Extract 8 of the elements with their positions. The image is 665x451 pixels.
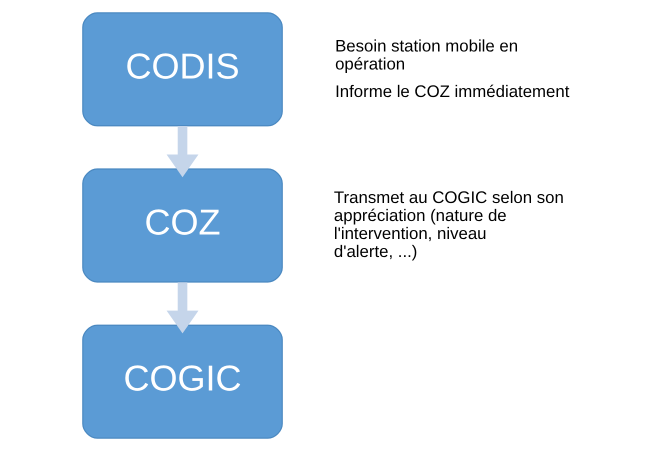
node-box: COGIC [82,324,282,439]
node-label: Besoin station mobile en opération [334,36,518,74]
node-label: Informe le COZ immédiatement [334,82,569,102]
node-box: CODIS [82,12,282,126]
arrow [166,126,198,178]
node-label: Transmet au COGIC selon son appréciation (nature de l'intervention, niveau d'alerte, ...) [333,188,564,261]
arrow [166,282,198,334]
node-box: COZ [82,168,282,283]
